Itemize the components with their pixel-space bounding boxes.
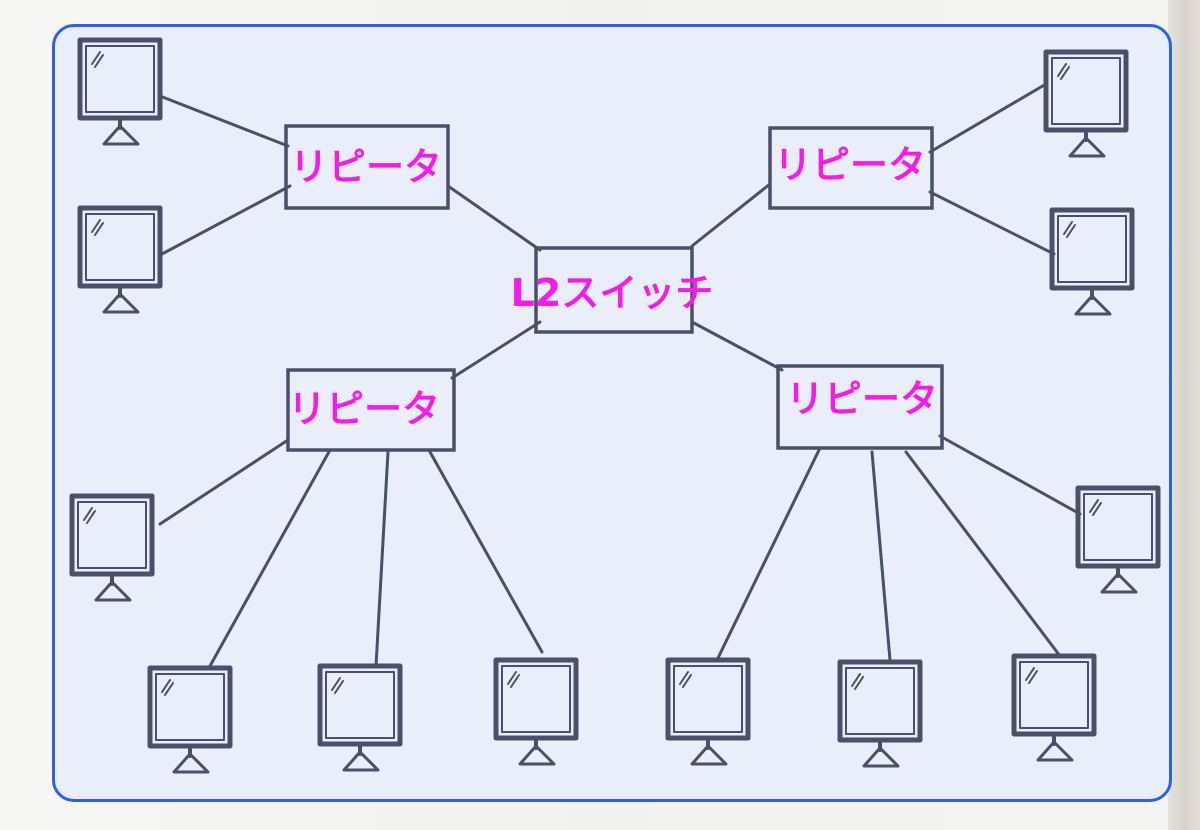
monitor-icon <box>1046 52 1126 156</box>
connection-lines <box>158 82 1082 668</box>
link-switch-bottom-left <box>450 320 542 380</box>
monitor-icon <box>150 668 230 772</box>
repeater-top-right-label: リピータ <box>774 143 926 187</box>
link-bl-pc3 <box>374 450 390 668</box>
link-switch-bottom-right <box>690 320 784 372</box>
monitor-icon <box>320 666 400 770</box>
monitor-icon <box>496 660 576 764</box>
link-br-pc2 <box>870 450 892 662</box>
repeater-bottom-left-label: リピータ <box>288 387 440 431</box>
monitor-icon <box>80 40 160 144</box>
monitor-icon <box>1052 210 1132 314</box>
monitor-icon <box>1078 488 1158 592</box>
monitor-icon <box>1014 656 1094 760</box>
monitor-icon <box>840 662 920 766</box>
monitor-icon <box>668 660 748 764</box>
link-bl-pc2 <box>208 448 332 668</box>
link-tr-pc1 <box>928 82 1048 154</box>
link-bl-pc4 <box>428 450 544 654</box>
link-br-pc3 <box>904 450 1062 658</box>
repeater-top-right-box <box>768 126 934 210</box>
diagram-frame <box>52 24 1172 802</box>
link-tr-pc2 <box>928 190 1056 256</box>
link-br-pc4 <box>938 434 1082 516</box>
link-switch-top-right <box>690 182 772 248</box>
device-boxes <box>284 124 944 452</box>
repeater-top-left-label: リピータ <box>290 145 442 189</box>
link-tl-pc1 <box>158 94 290 148</box>
switch-label: L2スイッチ <box>511 271 714 315</box>
repeater-bottom-left-box <box>286 368 456 452</box>
link-switch-top-left <box>446 184 542 252</box>
repeater-bottom-right-label: リピータ <box>786 377 938 421</box>
switch-box <box>534 246 694 334</box>
link-bl-pc1 <box>158 438 290 526</box>
computers <box>72 40 1158 772</box>
link-tl-pc2 <box>160 184 292 256</box>
monitor-icon <box>80 208 160 312</box>
repeater-top-left-box <box>284 124 450 210</box>
link-br-pc1 <box>716 446 822 660</box>
repeater-bottom-right-box <box>776 364 944 450</box>
monitor-icon <box>72 496 152 600</box>
paper-edge <box>1168 0 1200 830</box>
